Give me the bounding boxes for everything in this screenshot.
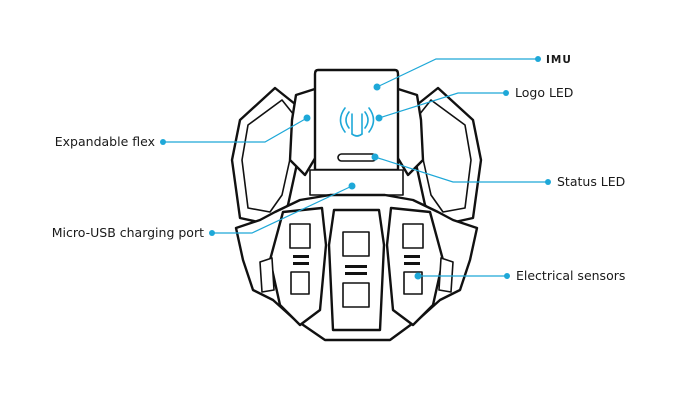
sensor-pad: [290, 271, 310, 295]
logo-led-label: Logo LED: [515, 85, 573, 100]
status-led-dot: [371, 153, 379, 161]
sensor-pad: [404, 262, 420, 265]
micro-usb-end-dot: [209, 230, 215, 236]
expandable-flex-end-dot: [160, 139, 166, 145]
sensor-pad: [293, 255, 309, 258]
flex-connector: [438, 257, 454, 293]
status-led-end-dot: [545, 179, 551, 185]
sensor-pad: [293, 262, 309, 265]
imu-leader: [376, 58, 538, 88]
sensor-pad: [402, 223, 424, 249]
sensor-pad: [342, 282, 370, 308]
imu-dot: [373, 83, 381, 91]
micro-usb-leader: [212, 185, 353, 234]
sensor-pad: [345, 265, 367, 268]
status-led-leader: [374, 156, 548, 183]
callout-labels: IMU Logo LED Expandable flex Status LED …: [52, 54, 626, 283]
sensor-pad: [345, 272, 367, 275]
flex-connector: [259, 257, 275, 293]
electrical-sensors-label: Electrical sensors: [516, 268, 625, 283]
logo-led-leader: [378, 92, 506, 119]
imu-end-dot: [535, 56, 541, 62]
status-led-label: Status LED: [557, 174, 625, 189]
status-led: [337, 153, 377, 162]
sensor-pad: [289, 223, 311, 249]
sensor-pad: [342, 231, 370, 257]
expandable-flex-dot: [303, 114, 311, 122]
callout-leaders: [160, 56, 551, 280]
logo-led: [339, 107, 375, 137]
expandable-flex-label: Expandable flex: [55, 134, 155, 149]
center-lower-pod: [327, 208, 386, 332]
logo-led-dot: [375, 114, 383, 122]
imu-label: IMU: [546, 54, 572, 66]
electrical-sensors-end-dot: [504, 273, 510, 279]
imu-module-base: [309, 169, 404, 196]
sensor-pad: [404, 255, 420, 258]
micro-usb-label: Micro-USB charging port: [52, 225, 204, 240]
logo-led-end-dot: [503, 90, 509, 96]
armband-device: [230, 68, 483, 342]
micro-usb-dot: [348, 182, 356, 190]
expandable-flex-leader: [163, 117, 308, 143]
electrical-sensors-dot: [414, 272, 422, 280]
